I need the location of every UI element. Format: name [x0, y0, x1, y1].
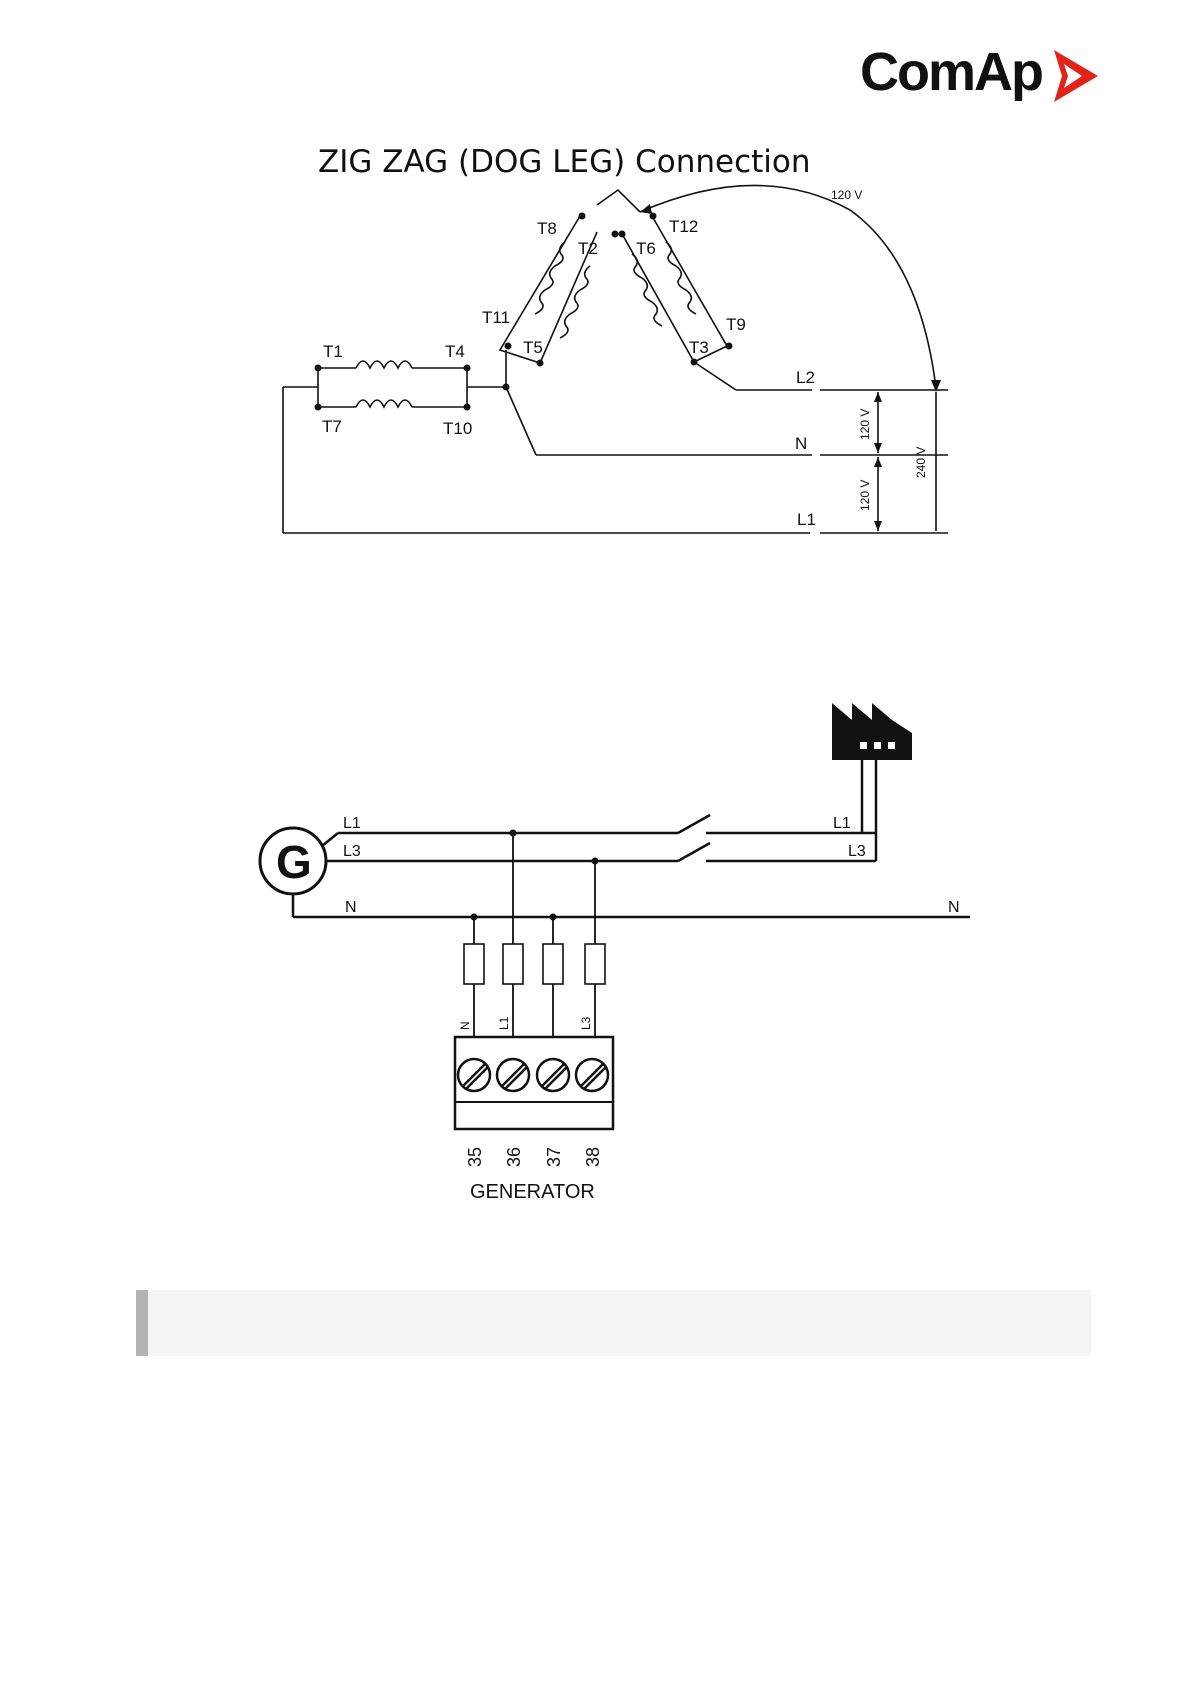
label-t3: T3 — [689, 338, 709, 357]
factory-icon — [832, 703, 912, 760]
terminal-number-37: 37 — [544, 1147, 564, 1167]
fuse-l1b — [543, 944, 563, 984]
label-t2: T2 — [578, 239, 598, 258]
label-t5: T5 — [523, 338, 543, 357]
fuse-label-n: N — [458, 1021, 472, 1030]
load-label-l3: L3 — [848, 843, 866, 860]
label-t10: T10 — [443, 419, 472, 438]
label-t1: T1 — [323, 342, 343, 361]
terminal-number-35: 35 — [465, 1147, 485, 1167]
fuse-label-l1: L1 — [497, 1016, 511, 1030]
note-box — [136, 1290, 1091, 1356]
terminal-number-38: 38 — [583, 1147, 603, 1167]
label-t11: T11 — [482, 308, 510, 327]
fuse-l3 — [585, 944, 605, 984]
note-box-edge — [136, 1290, 148, 1356]
load-label-n: N — [948, 899, 960, 916]
label-l2: L2 — [796, 368, 815, 387]
fuse-n — [464, 944, 484, 984]
label-n: N — [795, 434, 807, 453]
label-l1: L1 — [797, 510, 816, 529]
label-t12: T12 — [669, 217, 698, 236]
voltage-n-l1: 120 V — [858, 480, 872, 511]
terminal-number-36: 36 — [504, 1147, 524, 1167]
gen-label-l1: L1 — [343, 815, 361, 832]
voltage-l2-l1: 240 V — [914, 447, 928, 478]
voltage-l2-n: 120 V — [858, 409, 872, 440]
generator-symbol: G — [276, 836, 312, 888]
terminal-screws — [458, 1059, 608, 1091]
label-t8: T8 — [537, 219, 557, 238]
label-t4: T4 — [445, 342, 465, 361]
label-t9: T9 — [726, 315, 746, 334]
fuse-l1 — [503, 944, 523, 984]
connector-label: GENERATOR — [470, 1181, 595, 1203]
diagram-title: ZIG ZAG (DOG LEG) Connection — [318, 144, 811, 180]
gen-label-n: N — [345, 899, 357, 916]
fuse-label-l3: L3 — [579, 1016, 593, 1030]
voltage-arc-label: 120 V — [831, 188, 862, 202]
load-label-l1: L1 — [833, 815, 851, 832]
label-t7: T7 — [322, 417, 342, 436]
label-t6: T6 — [636, 239, 656, 258]
gen-label-l3: L3 — [343, 843, 361, 860]
